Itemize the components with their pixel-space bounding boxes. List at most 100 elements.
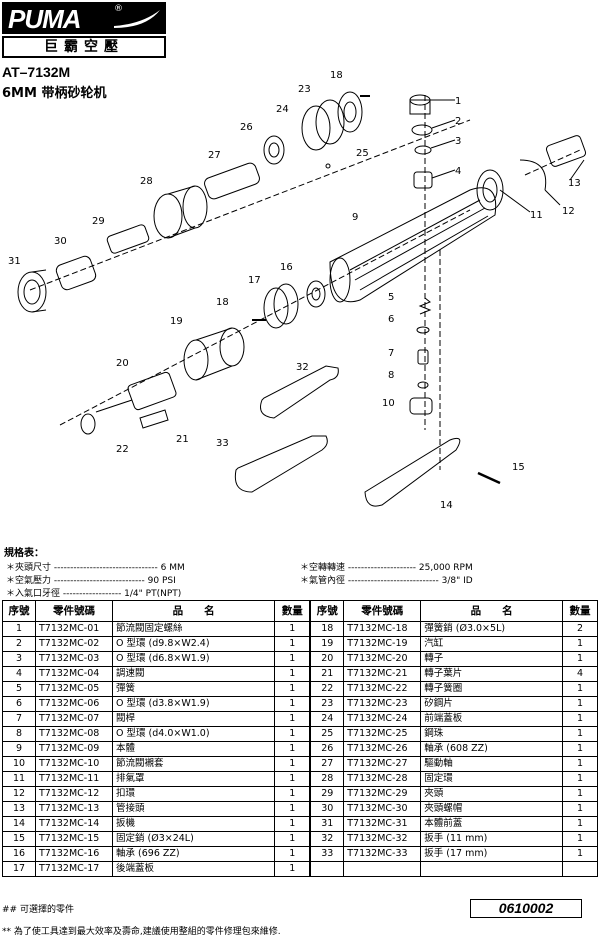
cell-name: 扳手 (11 mm) bbox=[420, 831, 563, 847]
cell-no: 22 bbox=[309, 681, 345, 697]
cell-name: 夾頭螺帽 bbox=[420, 801, 563, 817]
part-28-fixing-ring bbox=[153, 185, 208, 239]
cell-qty: 1 bbox=[274, 801, 311, 817]
cell-name: O 型環 (d6.8×W1.9) bbox=[111, 651, 276, 667]
cell-pn: T7132MC-27 bbox=[343, 756, 422, 772]
cell-name: O 型環 (d9.8×W2.4) bbox=[111, 636, 276, 652]
part-14-trigger bbox=[364, 437, 461, 507]
cell-no: 8 bbox=[2, 726, 36, 742]
cell-pn: T7132MC-32 bbox=[343, 831, 422, 847]
cell-pn: T7132MC-31 bbox=[343, 816, 422, 832]
cell-name: 轉子簧圈 bbox=[420, 681, 563, 697]
logo-banner: PUMA ® bbox=[2, 2, 166, 34]
part-31-front-cap bbox=[17, 269, 47, 313]
cell-qty: 1 bbox=[562, 816, 598, 832]
label-31: 31 bbox=[8, 256, 21, 267]
cell-pn: T7132MC-25 bbox=[343, 726, 422, 742]
cell-qty: 1 bbox=[274, 636, 311, 652]
cell-qty: 1 bbox=[274, 651, 311, 667]
cell-qty: 1 bbox=[274, 816, 311, 832]
label-19: 19 bbox=[170, 316, 183, 327]
cell-pn: T7132MC-18 bbox=[343, 621, 422, 637]
cell-no: 9 bbox=[2, 741, 36, 757]
part-27-drive-shaft bbox=[204, 162, 260, 200]
cell-no: 33 bbox=[309, 846, 345, 862]
document-code: 0610002 bbox=[470, 899, 582, 918]
cell-name: 軸承 (608 ZZ) bbox=[420, 741, 563, 757]
label-27: 27 bbox=[208, 150, 221, 161]
cell-pn: T7132MC-06 bbox=[35, 696, 113, 712]
part-30-collet-nut bbox=[55, 255, 97, 291]
cell-pn: T7132MC-10 bbox=[35, 756, 113, 772]
cell-pn: T7132MC-33 bbox=[343, 846, 422, 862]
cell-name: 扳手 (17 mm) bbox=[420, 846, 563, 862]
cell-no: 19 bbox=[309, 636, 345, 652]
spec-speed: ＊空轉轉速 --------------------- 25,000 RPM bbox=[300, 563, 473, 573]
cell-pn: T7132MC-23 bbox=[343, 696, 422, 712]
cell-name: O 型環 (d4.0×W1.0) bbox=[111, 726, 276, 742]
cell-qty: 1 bbox=[274, 621, 311, 637]
header-no: 序號 bbox=[2, 600, 36, 622]
cell-pn: T7132MC-22 bbox=[343, 681, 422, 697]
cell-name: 調速閥 bbox=[111, 666, 276, 682]
cell-name: 彈簧銷 (Ø3.0×5L) bbox=[420, 621, 563, 637]
cell-no: 31 bbox=[309, 816, 345, 832]
cell-name: 固定銷 (Ø3×24L) bbox=[111, 831, 276, 847]
cell-qty: 1 bbox=[562, 801, 598, 817]
part-23-silicon-sheet bbox=[337, 91, 363, 133]
label-32: 32 bbox=[296, 362, 309, 373]
part-33-wrench-17mm bbox=[234, 435, 328, 493]
cell-no: 7 bbox=[2, 711, 36, 727]
swoosh-icon bbox=[114, 10, 160, 28]
cell-pn: T7132MC-17 bbox=[35, 861, 113, 877]
part-24-front-end-plate bbox=[301, 99, 345, 151]
logo-brand: PUMA bbox=[8, 4, 82, 34]
label-21: 21 bbox=[176, 434, 189, 445]
part-11-exhaust-cover bbox=[476, 169, 504, 211]
cell-no: 2 bbox=[2, 636, 36, 652]
spec-title: 規格表： bbox=[4, 548, 44, 559]
label-30: 30 bbox=[54, 236, 67, 247]
spec-inlet: ＊入氣口牙徑 ------------------ 1/4" PT(NPT) bbox=[6, 589, 182, 599]
label-06: 6 bbox=[388, 314, 394, 325]
cell-pn bbox=[343, 861, 422, 877]
cell-name: 彈簧 bbox=[111, 681, 276, 697]
model-number: AT–7132M bbox=[2, 64, 71, 80]
cell-pn: T7132MC-04 bbox=[35, 666, 113, 682]
cell-pn: T7132MC-12 bbox=[35, 786, 113, 802]
cell-no: 21 bbox=[309, 666, 345, 682]
part-21-rotor-blade bbox=[139, 409, 169, 429]
cell-name: 後端蓋板 bbox=[111, 861, 276, 877]
label-33: 33 bbox=[216, 438, 229, 449]
header-part-number: 零件號碼 bbox=[35, 600, 113, 622]
cell-qty: 1 bbox=[274, 681, 311, 697]
part-20-rotor bbox=[95, 371, 177, 413]
exploded-diagram: 1 2 3 4 5 6 7 8 9 10 11 12 13 14 15 16 1… bbox=[8, 70, 587, 511]
cell-qty: 1 bbox=[562, 771, 598, 787]
logo-chinese-name: 巨霸空壓 bbox=[2, 36, 166, 58]
cell-no: 16 bbox=[2, 846, 36, 862]
cell-pn: T7132MC-02 bbox=[35, 636, 113, 652]
part-25-steel-ball bbox=[325, 163, 331, 169]
header-qty-2: 數量 bbox=[562, 600, 598, 622]
cell-no: 5 bbox=[2, 681, 36, 697]
cell-name: 扳機 bbox=[111, 816, 276, 832]
cell-qty: 1 bbox=[274, 771, 311, 787]
cell-no: 12 bbox=[2, 786, 36, 802]
logo-registered-mark: ® bbox=[114, 4, 123, 14]
cell-pn: T7132MC-19 bbox=[343, 636, 422, 652]
label-11: 11 bbox=[530, 210, 543, 221]
label-02: 2 bbox=[455, 116, 461, 127]
cell-no: 28 bbox=[309, 771, 345, 787]
cell-pn: T7132MC-07 bbox=[35, 711, 113, 727]
cell-no: 18 bbox=[309, 621, 345, 637]
cell-qty: 1 bbox=[274, 861, 311, 877]
optional-parts-note: ## 可選擇的零件 bbox=[2, 905, 74, 915]
part-05-10-valve-stem bbox=[409, 297, 433, 415]
label-10: 10 bbox=[382, 398, 395, 409]
